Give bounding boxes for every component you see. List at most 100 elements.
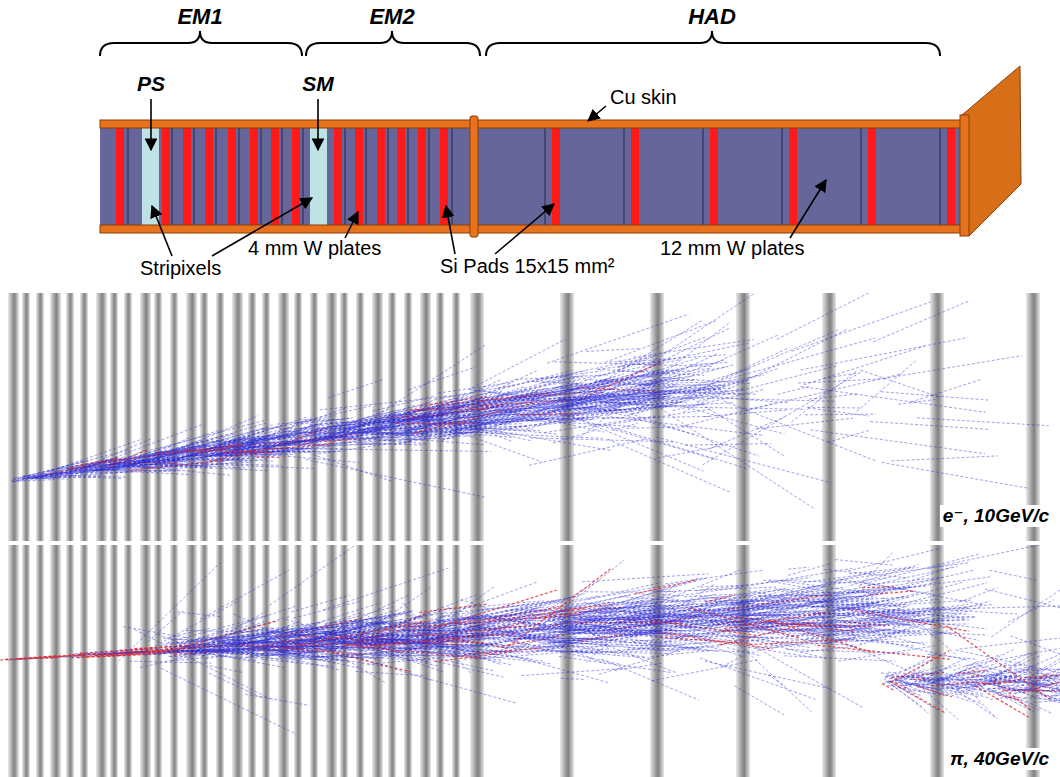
photon-track: [804, 346, 924, 385]
photon-track: [408, 374, 586, 422]
photon-track: [582, 416, 601, 418]
photon-track: [559, 613, 583, 616]
photon-track: [191, 464, 314, 469]
photon-track: [682, 406, 784, 434]
detector-layer: [66, 293, 74, 541]
photon-track: [685, 348, 790, 397]
photon-track: [179, 646, 227, 653]
detector-layer: [36, 293, 44, 541]
charged-track: [750, 640, 851, 645]
photon-track: [690, 395, 790, 403]
photon-track: [585, 591, 644, 592]
photon-track: [594, 409, 713, 427]
detector-layer: [340, 293, 348, 541]
photon-track: [313, 455, 392, 482]
photon-track: [781, 587, 846, 596]
photon-track: [290, 607, 394, 635]
photon-track: [640, 646, 666, 647]
photon-track: [860, 554, 980, 585]
photon-track: [472, 339, 566, 388]
photon-track: [582, 620, 619, 621]
photon-track: [611, 407, 759, 456]
photon-track: [491, 398, 544, 404]
photon-track: [356, 442, 380, 443]
photon-track: [322, 636, 356, 639]
photon-track: [515, 649, 606, 653]
detector-layer: [232, 293, 243, 541]
photon-track: [179, 650, 256, 661]
detector-layer: [1026, 293, 1040, 541]
detector-layer: [356, 293, 364, 541]
photon-track: [471, 426, 511, 442]
charged-track: [52, 654, 89, 657]
detector-layer: [22, 293, 30, 541]
photon-track: [381, 415, 458, 423]
electron-shower-display: [8, 293, 1049, 541]
photon-track: [698, 366, 838, 402]
photon-track: [711, 335, 779, 365]
photon-track: [222, 653, 256, 654]
detector-layer: [736, 545, 750, 777]
photon-track: [805, 414, 876, 416]
photon-track: [544, 409, 717, 460]
photon-track: [261, 659, 333, 666]
photon-track: [577, 602, 665, 616]
photon-track: [655, 407, 806, 410]
photon-track: [686, 386, 721, 393]
photon-track: [272, 450, 305, 452]
detector-layer: [8, 293, 19, 541]
photon-track: [801, 647, 854, 653]
photon-track: [858, 570, 974, 597]
photon-track: [398, 376, 576, 422]
photon-track: [778, 387, 809, 395]
detector-layer: [294, 545, 302, 777]
photon-track: [834, 567, 958, 594]
photon-track: [704, 600, 744, 604]
photon-track: [505, 611, 612, 612]
photon-track: [155, 457, 172, 462]
photon-track: [278, 651, 361, 669]
photon-track: [888, 672, 907, 673]
photon-track: [667, 597, 737, 623]
photon-track: [524, 360, 681, 391]
photon-track: [415, 638, 490, 643]
detector-layer: [140, 545, 151, 777]
photon-track: [559, 398, 702, 400]
photon-track: [471, 421, 546, 423]
photon-track: [87, 459, 160, 466]
photon-track: [873, 577, 992, 593]
photon-track: [303, 628, 420, 649]
photon-track: [230, 455, 265, 456]
photon-track: [310, 422, 356, 425]
photon-track: [848, 548, 941, 571]
detector-layer: [822, 293, 836, 541]
photon-track: [265, 416, 336, 429]
photon-track: [812, 631, 863, 637]
detector-layer: [356, 545, 364, 777]
photon-track: [621, 597, 689, 602]
photon-track: [455, 632, 484, 634]
photon-track: [416, 370, 573, 412]
photon-track: [746, 374, 903, 411]
photon-track: [684, 393, 786, 457]
photon-track: [248, 453, 359, 463]
charged-track: [414, 625, 438, 629]
photon-track: [696, 578, 811, 591]
photon-track: [355, 412, 491, 422]
charged-track: [862, 587, 894, 588]
photon-track: [736, 568, 852, 588]
photon-track: [656, 406, 814, 508]
detector-layer: [124, 293, 132, 541]
charged-track: [975, 686, 1029, 717]
photon-track: [315, 433, 398, 438]
photon-track: [468, 614, 531, 620]
photon-track: [302, 426, 380, 445]
detector-layer: [96, 293, 107, 541]
detector-layer: [294, 293, 302, 541]
calorimeter: [100, 66, 1021, 237]
photon-track: [984, 650, 1039, 684]
photon-track: [279, 653, 315, 655]
photon-track: [167, 456, 276, 466]
charged-track: [80, 649, 160, 654]
photon-track: [888, 356, 1022, 378]
